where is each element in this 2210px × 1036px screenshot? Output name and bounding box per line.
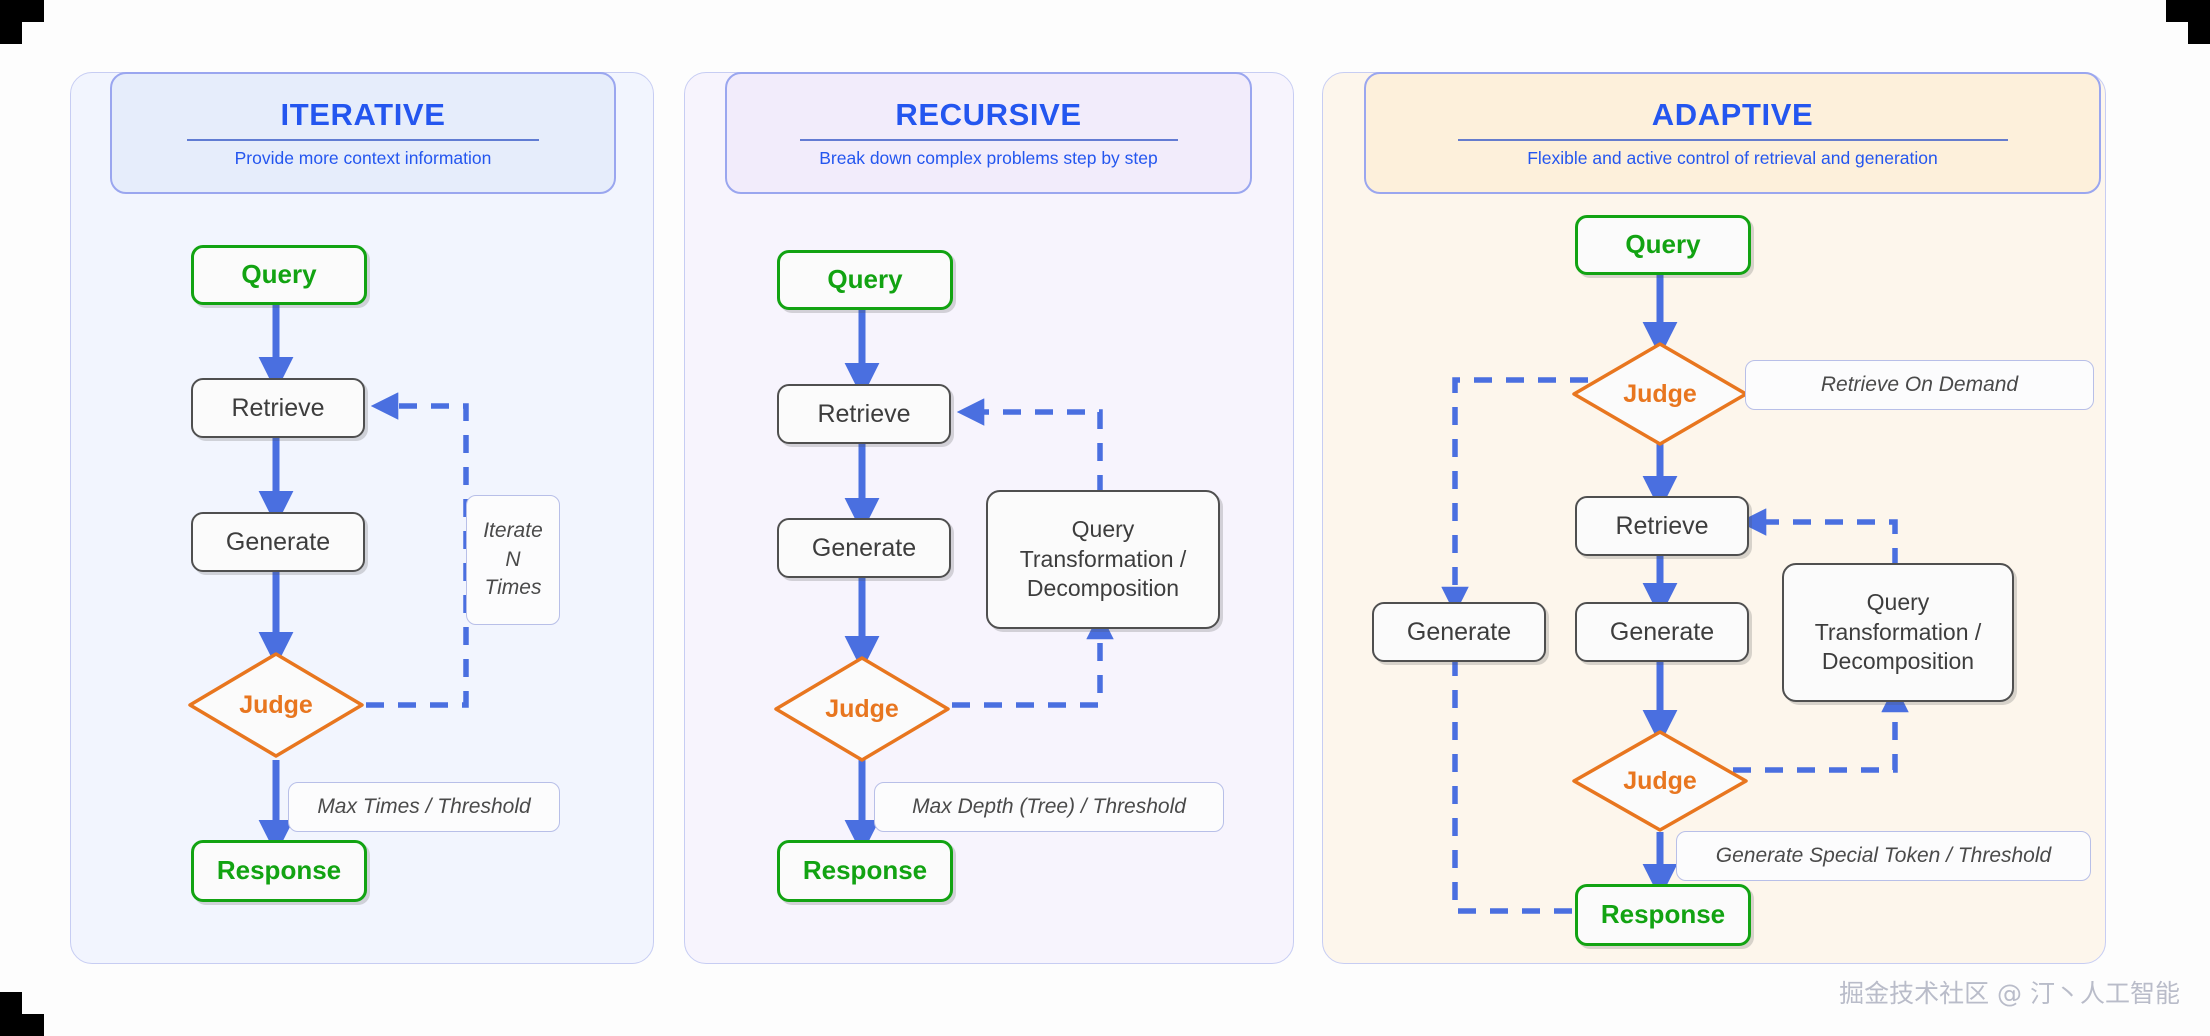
diamond-shape-icon — [1572, 730, 1748, 832]
node-response-recursive[interactable]: Response — [777, 840, 953, 902]
annotation-max-times-threshold: Max Times / Threshold — [288, 782, 560, 832]
iterate-line-1: Iterate — [483, 519, 543, 543]
node-query-transformation-adaptive[interactable]: Query Transformation / Decomposition — [1782, 563, 2014, 702]
header-subtitle-recursive: Break down complex problems step by step — [819, 147, 1158, 168]
transform-line-2: Transformation / — [1019, 545, 1187, 572]
registration-mark-top-left — [0, 0, 44, 44]
transform-line-2: Transformation / — [1814, 618, 1982, 645]
node-response-adaptive[interactable]: Response — [1575, 884, 1751, 946]
registration-mark-bottom-left — [0, 992, 44, 1036]
node-judge-top-adaptive[interactable]: Judge — [1570, 340, 1750, 448]
transform-line-3: Decomposition — [1026, 575, 1180, 602]
transform-line-1: Query — [1866, 589, 1930, 616]
node-judge-label: Judge — [825, 694, 899, 723]
node-judge-iterative[interactable]: Judge — [186, 650, 366, 760]
node-query-recursive[interactable]: Query — [777, 250, 953, 310]
watermark: 掘金技术社区 @ 汀丶人工智能 — [1839, 979, 2180, 1008]
node-retrieve-iterative[interactable]: Retrieve — [191, 378, 365, 438]
node-generate-iterative[interactable]: Generate — [191, 512, 365, 572]
header-subtitle-iterative: Provide more context information — [234, 147, 492, 168]
transform-line-3: Decomposition — [1821, 648, 1975, 675]
node-query-adaptive[interactable]: Query — [1575, 215, 1751, 275]
header-rule — [187, 139, 539, 141]
header-adaptive: ADAPTIVE Flexible and active control of … — [1364, 72, 2101, 194]
header-rule — [1457, 139, 2008, 141]
annotation-generate-special-token: Generate Special Token / Threshold — [1676, 831, 2091, 881]
iterate-line-2: N — [505, 547, 521, 571]
node-generate-main-adaptive[interactable]: Generate — [1575, 602, 1749, 662]
header-title-iterative: ITERATIVE — [280, 97, 446, 132]
node-judge-label: Judge — [1623, 379, 1697, 408]
node-judge-bottom-adaptive[interactable]: Judge — [1570, 728, 1750, 834]
header-iterative: ITERATIVE Provide more context informati… — [110, 72, 616, 194]
iterate-line-3: Times — [484, 576, 542, 600]
diamond-shape-icon — [188, 652, 364, 758]
diamond-shape-icon — [774, 656, 950, 762]
header-rule — [799, 139, 1178, 141]
registration-mark-top-right — [2166, 0, 2210, 44]
header-title-recursive: RECURSIVE — [895, 97, 1082, 132]
node-judge-label: Judge — [1623, 766, 1697, 795]
annotation-iterate-n-times: Iterate N Times — [466, 495, 560, 625]
node-retrieve-recursive[interactable]: Retrieve — [777, 384, 951, 444]
node-response-iterative[interactable]: Response — [191, 840, 367, 902]
node-judge-recursive[interactable]: Judge — [772, 654, 952, 764]
header-subtitle-adaptive: Flexible and active control of retrieval… — [1527, 147, 1938, 168]
header-title-adaptive: ADAPTIVE — [1651, 97, 1814, 132]
node-judge-label: Judge — [239, 690, 313, 719]
annotation-retrieve-on-demand: Retrieve On Demand — [1745, 360, 2094, 410]
annotation-max-depth-threshold: Max Depth (Tree) / Threshold — [874, 782, 1224, 832]
node-retrieve-adaptive[interactable]: Retrieve — [1575, 496, 1749, 556]
node-query-iterative[interactable]: Query — [191, 245, 367, 305]
diamond-shape-icon — [1572, 342, 1748, 446]
header-recursive: RECURSIVE Break down complex problems st… — [725, 72, 1252, 194]
node-generate-recursive[interactable]: Generate — [777, 518, 951, 578]
transform-line-1: Query — [1071, 516, 1135, 543]
node-query-transformation-recursive[interactable]: Query Transformation / Decomposition — [986, 490, 1220, 629]
node-generate-left-adaptive[interactable]: Generate — [1372, 602, 1546, 662]
